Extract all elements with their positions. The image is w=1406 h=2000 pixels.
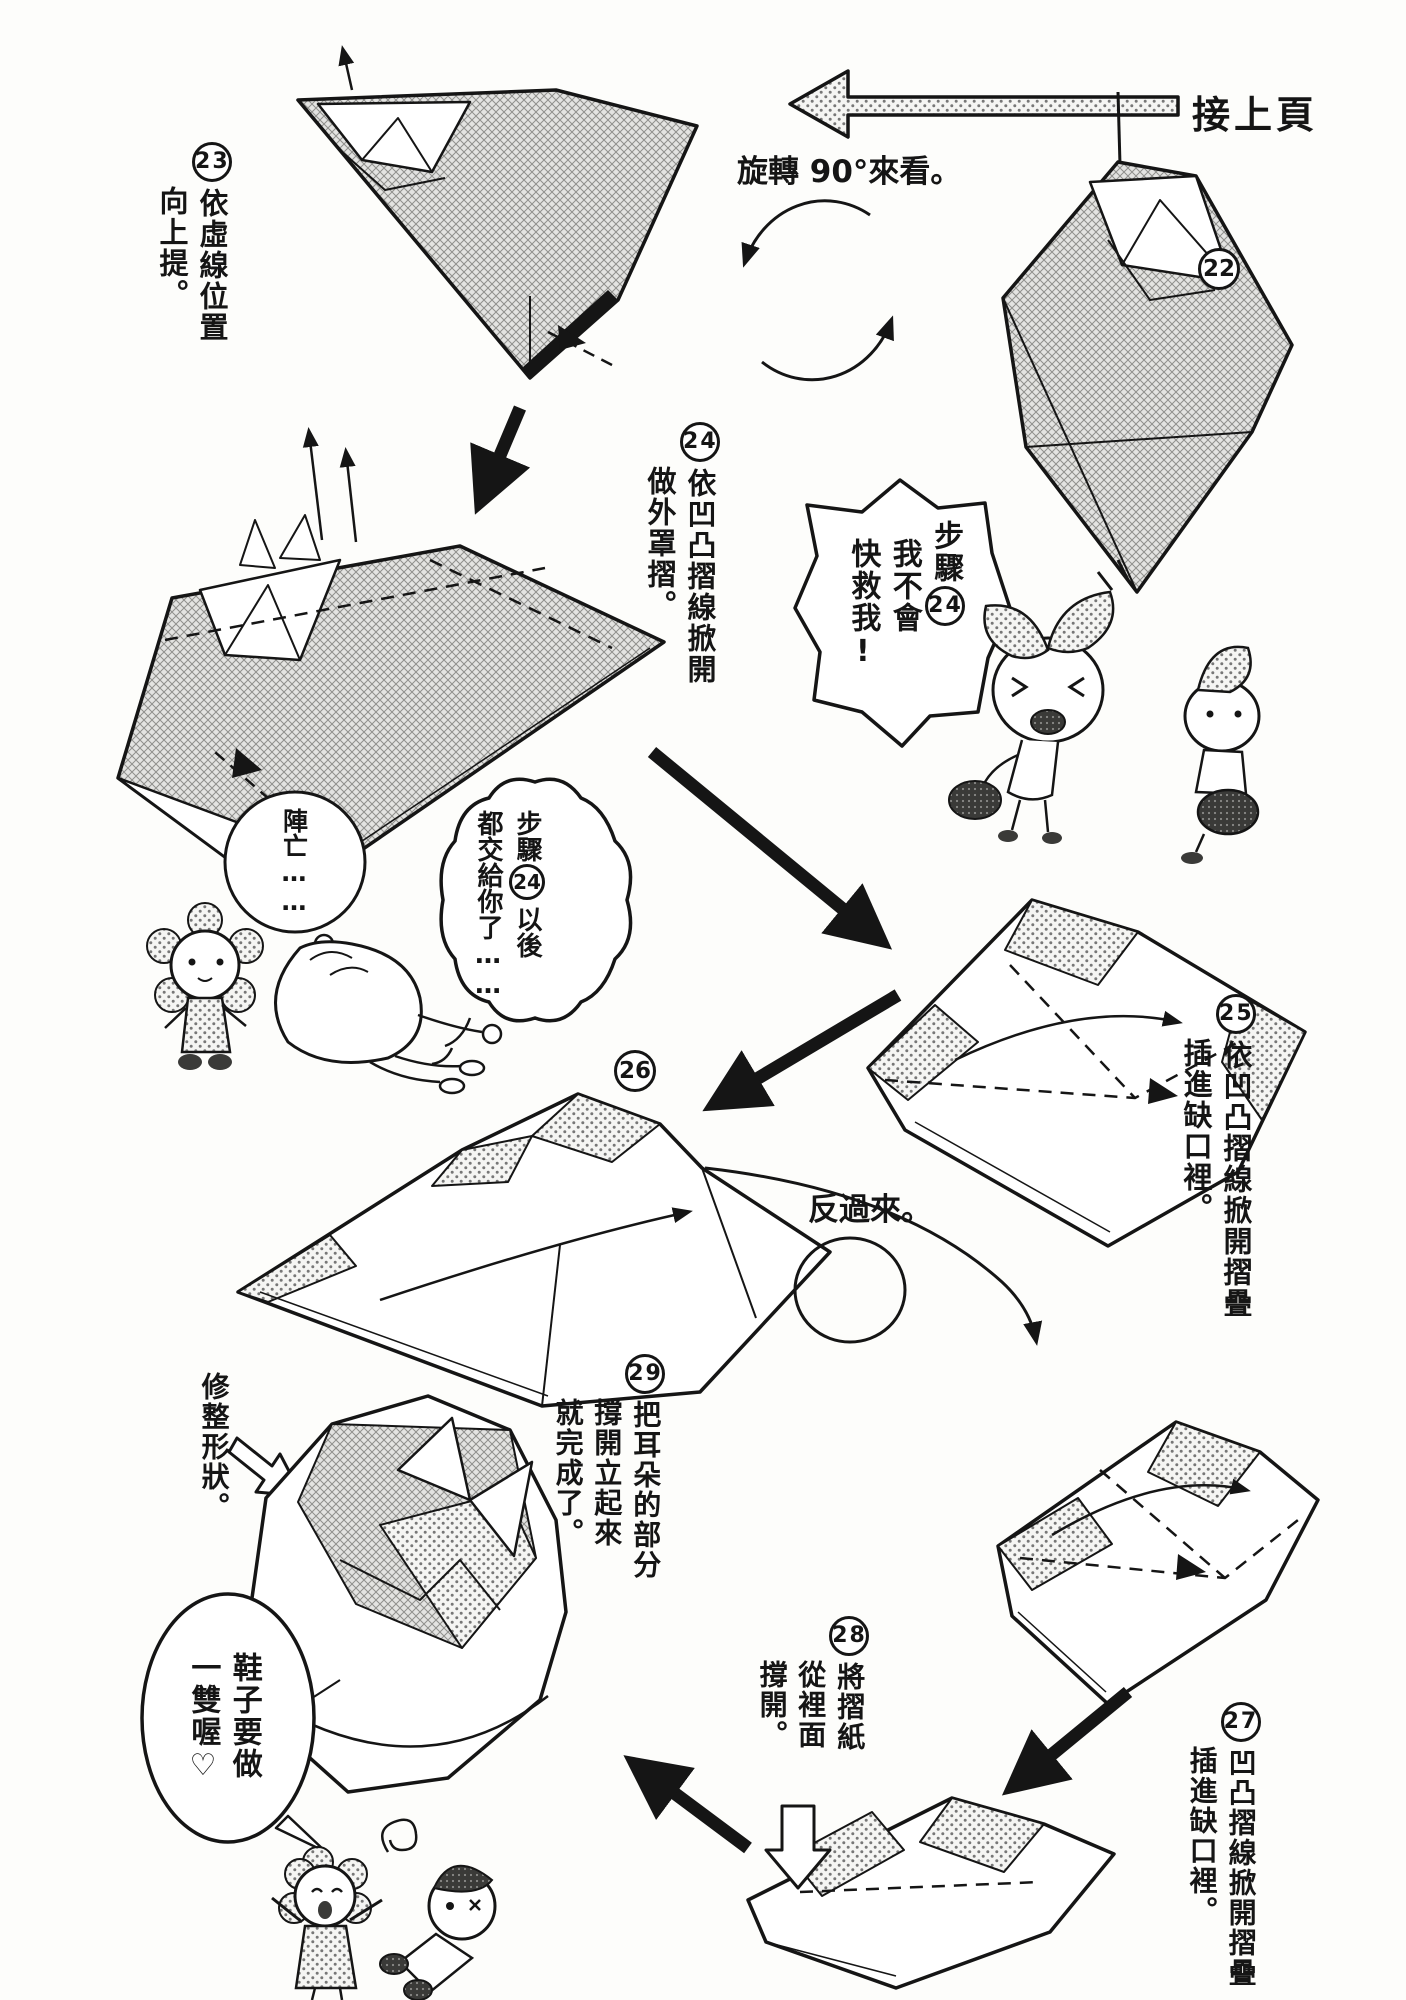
step-25-text-2: 插進缺口裡。: [1179, 1038, 1214, 1224]
thought-line1: 陣亡……: [279, 808, 309, 916]
flip-over-icon: [704, 1166, 1043, 1346]
help-bubble-text: 步驟24 我不會 快救我!: [842, 520, 966, 671]
shoes-line2: 一雙喔♡: [185, 1652, 221, 1785]
shoes-bubble-text: 鞋子要做 一雙喔♡: [182, 1652, 265, 1785]
diagram-final-model: [250, 1394, 568, 1794]
handover-prefix: 步驟: [512, 810, 542, 862]
speech-bubble-handover: [431, 777, 633, 1066]
shoes-line1: 鞋子要做: [226, 1652, 262, 1780]
step-24-text-1: 依凹凸摺線掀開: [683, 468, 718, 685]
rotate-label: 旋轉 90°來看。: [737, 154, 962, 190]
diagram-step-26: [236, 1092, 832, 1408]
step-28-label: 28 將摺紙 從裡面 撐開。: [752, 1614, 870, 1752]
step-28-text-3: 撐開。: [755, 1660, 789, 1750]
step-25-label: 25 依凹凸摺線掀開摺疊 插進缺口裡。: [1176, 992, 1257, 1319]
character-elf-small: [1181, 645, 1261, 864]
step-29-text-1: 把耳朵的部分: [629, 1400, 663, 1580]
step-23-text-2: 向上提。: [155, 186, 190, 310]
step-24-number: 24: [680, 422, 721, 462]
handover-bubble-text: 步驟24 以後 都交給你了……: [468, 810, 546, 1000]
help-step-number: 24: [925, 586, 966, 626]
step-29-label: 29 把耳朵的部分 撐開立起來 就完成了。: [548, 1352, 666, 1580]
step-22-number: 22: [1198, 248, 1240, 290]
step-28-number: 28: [829, 1616, 870, 1656]
continue-arrow-icon: [788, 69, 1180, 139]
speech-bubble-shoes: [140, 1592, 328, 1854]
continue-label: 接上頁: [1192, 93, 1319, 137]
step-27-text-1: 凹凸摺線掀開摺疊: [1224, 1748, 1258, 1988]
diagram-step-26-flipped: [996, 1420, 1320, 1706]
adjust-text: 修整形狀。: [197, 1372, 231, 1522]
step-29-text-3: 就完成了。: [551, 1398, 585, 1548]
push-open-down-arrow-icon: [764, 1804, 832, 1890]
step-25-text-1: 依凹凸摺線掀開摺疊: [1219, 1040, 1254, 1319]
step-24-text-2: 做外罩摺。: [643, 466, 678, 621]
diagram-step-23: [296, 45, 699, 380]
thought-bubble-text: 陣亡……: [276, 808, 311, 916]
step-28-text-1: 將摺紙: [833, 1662, 867, 1752]
diagram-step-28: [746, 1796, 1116, 1990]
rotate-90-icon: [741, 199, 894, 382]
help-line1-prefix: 步驟: [928, 520, 964, 584]
arrow-step23-to-24: [470, 405, 531, 515]
handover-suffix: 以後: [512, 906, 542, 958]
arrow-step25-to-26: [702, 989, 902, 1112]
step-23-text-1: 依虛線位置: [195, 188, 230, 343]
character-fairy-crying: [948, 559, 1130, 844]
help-line2: 我不會: [886, 538, 922, 634]
help-line3: 快救我!: [845, 538, 881, 671]
step-25-number: 25: [1216, 994, 1257, 1034]
character-fairy-standing: [146, 902, 264, 1070]
step-28-text-2: 從裡面: [794, 1660, 828, 1750]
step-26-number: 26: [614, 1050, 656, 1092]
arrow-step27-to-28: [1001, 1686, 1133, 1796]
characters-celebrating: [271, 1818, 497, 2000]
arrow-step28-to-final: [623, 1755, 752, 1854]
adjust-label: 修整形狀。: [194, 1372, 233, 1522]
step-29-number: 29: [625, 1354, 666, 1394]
speech-bubble-help: [793, 478, 1012, 748]
flip-label: 反過來。: [808, 1192, 932, 1228]
handover-line2: 都交給你了……: [473, 810, 503, 1000]
handover-step-number: 24: [509, 864, 545, 900]
step-27-label: 27 凹凸摺線掀開摺疊 插進缺口裡。: [1182, 1700, 1261, 1988]
arrow-step24-to-25: [647, 746, 893, 950]
step-24-label: 24 依凹凸摺線掀開 做外罩摺。: [640, 420, 721, 685]
step-23-label: 23 依虛線位置 向上提。: [152, 140, 233, 343]
step-27-number: 27: [1220, 1702, 1261, 1742]
step-29-text-2: 撐開立起來: [590, 1398, 624, 1548]
character-fallen: [274, 940, 503, 1095]
step-27-text-2: 插進缺口裡。: [1185, 1746, 1219, 1926]
step-23-number: 23: [192, 142, 233, 182]
diagram-step-22: [1001, 91, 1294, 594]
